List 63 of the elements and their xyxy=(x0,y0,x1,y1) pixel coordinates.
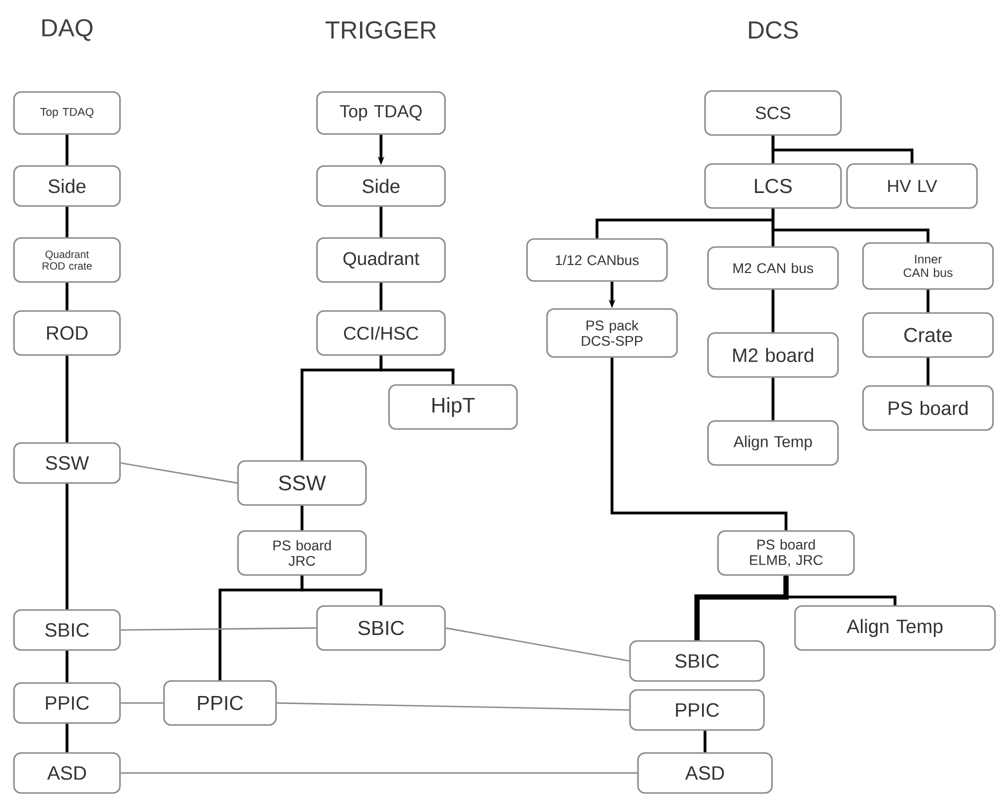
process-box: Crate xyxy=(862,312,994,358)
process-box: ASD xyxy=(637,752,773,794)
connector xyxy=(276,702,630,711)
connector xyxy=(446,627,630,662)
process-box: CCI/HSC xyxy=(316,310,446,356)
process-box: M2 CAN bus xyxy=(707,246,839,290)
connector xyxy=(694,576,789,640)
connector xyxy=(380,282,382,310)
process-box: Quadrant ROD crate xyxy=(13,237,121,283)
connector xyxy=(66,724,68,752)
connector xyxy=(926,358,930,386)
connector xyxy=(772,208,930,242)
process-box: PS board JRC xyxy=(237,530,367,576)
process-box: Top TDAQ xyxy=(13,91,121,135)
process-box: PS board ELMB, JRC xyxy=(717,530,855,576)
connector xyxy=(772,136,914,164)
connector xyxy=(380,206,382,238)
process-box: SBIC xyxy=(629,640,765,682)
process-box: SCS xyxy=(704,90,842,136)
process-box: PS board xyxy=(862,385,994,431)
process-box: SBIC xyxy=(13,609,121,651)
process-box: SSW xyxy=(13,442,121,484)
connector xyxy=(66,134,68,166)
connector xyxy=(120,627,316,631)
process-box: PPIC xyxy=(163,680,277,726)
process-box: PS pack DCS-SPP xyxy=(546,308,678,358)
connector xyxy=(120,702,164,704)
process-box: SSW xyxy=(237,460,367,506)
process-box: LCS xyxy=(704,163,842,209)
connector xyxy=(66,650,68,682)
process-box: Inner CAN bus xyxy=(862,242,994,290)
process-box: Side xyxy=(316,165,446,207)
connector xyxy=(300,356,382,460)
connector xyxy=(772,290,774,332)
connector xyxy=(772,378,774,420)
process-box: ROD xyxy=(13,310,121,356)
process-box: Quadrant xyxy=(316,237,446,283)
process-box: PPIC xyxy=(629,689,765,731)
connector xyxy=(120,462,238,484)
process-box: Align Temp xyxy=(707,420,839,466)
process-box: Side xyxy=(13,165,121,207)
connector xyxy=(300,506,304,530)
connector xyxy=(66,484,68,610)
column-heading: TRIGGER xyxy=(326,21,436,39)
column-heading: DAQ xyxy=(42,19,92,41)
process-box: M2 board xyxy=(707,332,839,378)
connector xyxy=(120,772,638,774)
connector xyxy=(66,356,68,442)
process-box: ASD xyxy=(13,752,121,794)
connector xyxy=(218,576,304,680)
connector xyxy=(704,730,706,752)
connector xyxy=(66,282,68,310)
process-box: Top TDAQ xyxy=(316,91,446,135)
process-box: PPIC xyxy=(13,682,121,724)
column-heading: DCS xyxy=(749,21,798,39)
connector xyxy=(66,206,68,238)
process-box: 1/12 CANbus xyxy=(526,238,668,282)
process-box: SBIC xyxy=(316,605,446,651)
process-box: HV LV xyxy=(846,163,978,209)
connector xyxy=(610,358,788,530)
process-box: Align Temp xyxy=(794,605,996,651)
process-box: HipT xyxy=(388,384,518,430)
connector xyxy=(926,290,930,312)
